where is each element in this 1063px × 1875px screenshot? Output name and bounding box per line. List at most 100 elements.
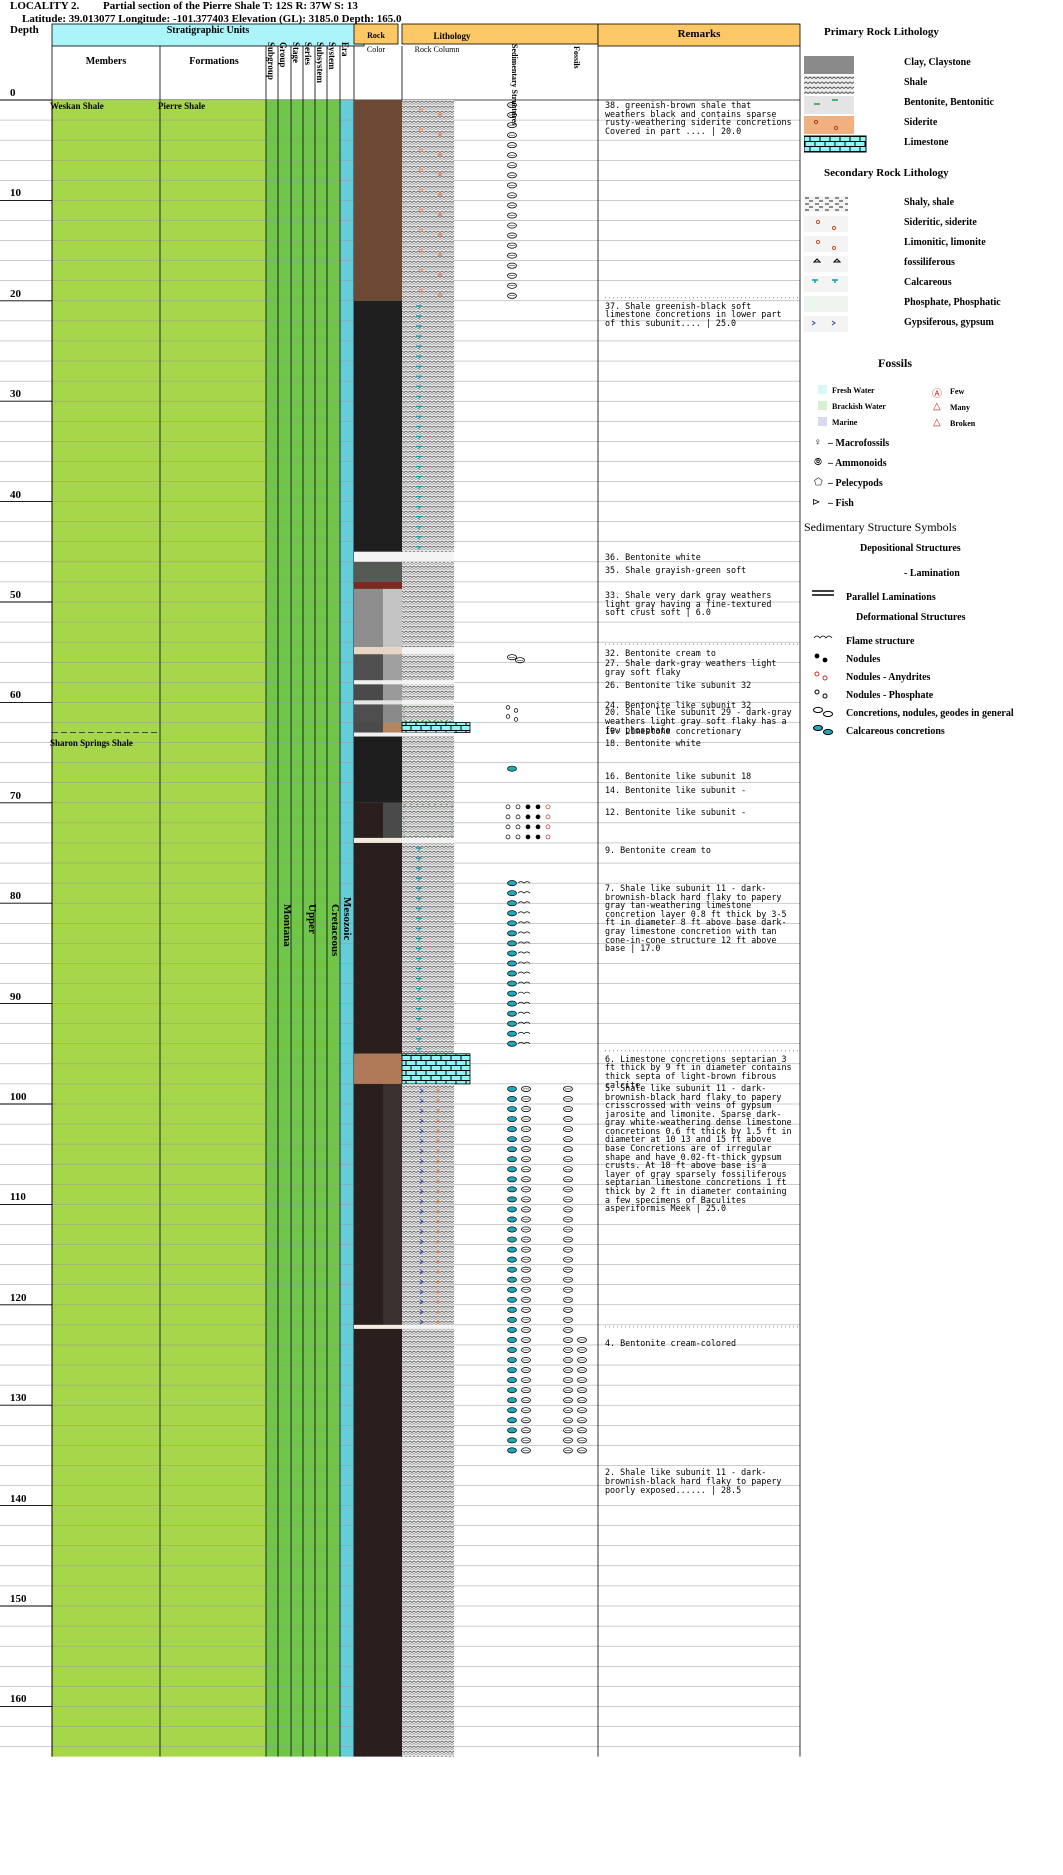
- nodule-icon: [515, 804, 521, 810]
- nodule-icon: [515, 834, 521, 840]
- rock-color-16: [354, 837, 383, 843]
- lith-shale-7: [402, 654, 454, 681]
- calcareous-concretion-icon: [507, 1196, 517, 1203]
- gypsum-mark: [419, 1249, 424, 1254]
- remark-entry: 4. Bentonite cream-colored: [605, 1337, 737, 1348]
- calcareous-concretion-icon: [507, 1096, 517, 1102]
- depth-tick-label: 50: [10, 589, 21, 601]
- remark-entry: 27. Shale dark-gray weathers light gray …: [605, 658, 782, 677]
- series-upper: Upper: [306, 904, 318, 934]
- limonite-dot: [436, 1300, 440, 1304]
- fossil-icon: [563, 1206, 573, 1213]
- siderite-swatch: [804, 116, 854, 134]
- lith-bentonite-8: [402, 680, 454, 685]
- calcareous-concretion-icon: [507, 1030, 517, 1037]
- rock-color-1: [354, 300, 383, 552]
- legend-fresh-water: Fresh Water: [832, 386, 875, 395]
- fossil-icon-b: [577, 1447, 587, 1454]
- remark-entry: 33. Shale very dark gray weathers light …: [605, 589, 777, 618]
- phosphate-nodule-icon: [814, 689, 820, 695]
- siderite-dot: [438, 252, 442, 257]
- anhydrite-nodule-icon: [822, 675, 828, 681]
- fossil-icon-b: [577, 1336, 587, 1343]
- siderite-dot: [438, 212, 442, 217]
- fossil-icon-b: [577, 1397, 587, 1404]
- calcareous-mark: [416, 455, 422, 460]
- concretion-icon: [823, 710, 833, 718]
- calcareous-mark: [416, 395, 422, 400]
- gypsum-mark: [419, 1219, 424, 1224]
- remark-entry: 24. Bentonite like subunit 32: [605, 700, 752, 711]
- calcareous-concretion-icon: [507, 1040, 517, 1047]
- remark-entry: 36. Bentonite white: [605, 551, 701, 562]
- siderite-dot: [419, 128, 423, 132]
- flame-structure-icon: [517, 1041, 531, 1045]
- nodule-icon: [545, 804, 551, 810]
- calcareous-mark: [416, 877, 422, 882]
- rock-color-8: [354, 680, 383, 685]
- fossil-mark: [812, 258, 842, 263]
- lith-shale-19: [402, 1083, 454, 1325]
- siderite-dot: [419, 228, 423, 233]
- section-title: Partial section of the Pierre Shale T: 1…: [103, 0, 358, 12]
- calcareous-concretion-icon: [507, 940, 517, 947]
- rock-color-b-2: [383, 551, 402, 562]
- group-montana: Montana: [281, 904, 293, 947]
- rock-color-6: [354, 647, 383, 655]
- lith-bentonite-10: [402, 700, 454, 705]
- strat-band-4: [315, 100, 328, 1757]
- phosphate-mark: [403, 804, 453, 837]
- fossil-icon: [563, 1095, 573, 1102]
- calcareous-mark: [416, 907, 422, 912]
- siderite-mark: [813, 119, 819, 125]
- rock-color-13: [354, 732, 383, 737]
- calcareous-concretion-icon: [507, 1146, 517, 1153]
- limonite-dot: [436, 1199, 440, 1203]
- lith-shale-1: [402, 300, 454, 552]
- calcareous-concretion-icon: [507, 970, 517, 977]
- legend-marine: Marine: [832, 418, 858, 427]
- series-header: Series: [303, 42, 313, 65]
- sed-structure-title: Sedimentary Structure Symbols: [804, 520, 957, 534]
- fossil-icon: [563, 1176, 573, 1183]
- ammonoid-icon: ⦾: [814, 457, 822, 468]
- calcareous-mark: [416, 937, 422, 942]
- siderite-dot: [419, 248, 423, 253]
- secondary-swatch-4: [804, 276, 848, 292]
- rock-color-b-20: [383, 1324, 402, 1329]
- calcareous-mark: [416, 997, 422, 1002]
- calcareous-mark: [416, 887, 422, 892]
- fossil-icon-b: [577, 1407, 587, 1414]
- gypsum-mark: [419, 1158, 424, 1164]
- calcareous-concretion-icon: [507, 1156, 517, 1163]
- depth-tick-label: 60: [10, 689, 21, 702]
- water-swatch-1: [818, 401, 827, 410]
- rock-color-9: [354, 684, 383, 701]
- fossil-icon: [563, 1166, 573, 1173]
- limonite-dot: [436, 1139, 440, 1143]
- remark-entry: 19. Limestone concretionary: [605, 726, 742, 737]
- concretion-icon: [507, 232, 517, 239]
- calcareous-mark: [416, 917, 422, 922]
- rock-color-10: [354, 700, 383, 705]
- calcareous-mark: [416, 957, 422, 962]
- fossil-icon: [563, 1346, 573, 1353]
- rock-color-b-11: [383, 704, 402, 723]
- gypsum-mark: [419, 1229, 424, 1234]
- fossil-icon: [563, 1146, 573, 1153]
- rock-color-18: [354, 1053, 383, 1084]
- legend-few: Few: [950, 387, 965, 396]
- nodule-icon: [822, 657, 828, 663]
- gypsum-mark: [419, 1299, 424, 1305]
- secondary-lithology-swatches: [804, 196, 848, 332]
- depth-tick-label: 80: [10, 890, 21, 903]
- phosphate-nodule-icon: [822, 693, 828, 699]
- concretion-icon: [507, 202, 517, 209]
- calcareous-concretion-icon: [507, 1136, 517, 1143]
- fossil-icon-b: [577, 1417, 587, 1424]
- lith-shale-14: [402, 736, 454, 803]
- rock-color-b-8: [383, 680, 402, 685]
- fossil-icon: [563, 1316, 573, 1323]
- group-header: Group: [278, 42, 288, 68]
- rock-color-b-17: [383, 842, 402, 1054]
